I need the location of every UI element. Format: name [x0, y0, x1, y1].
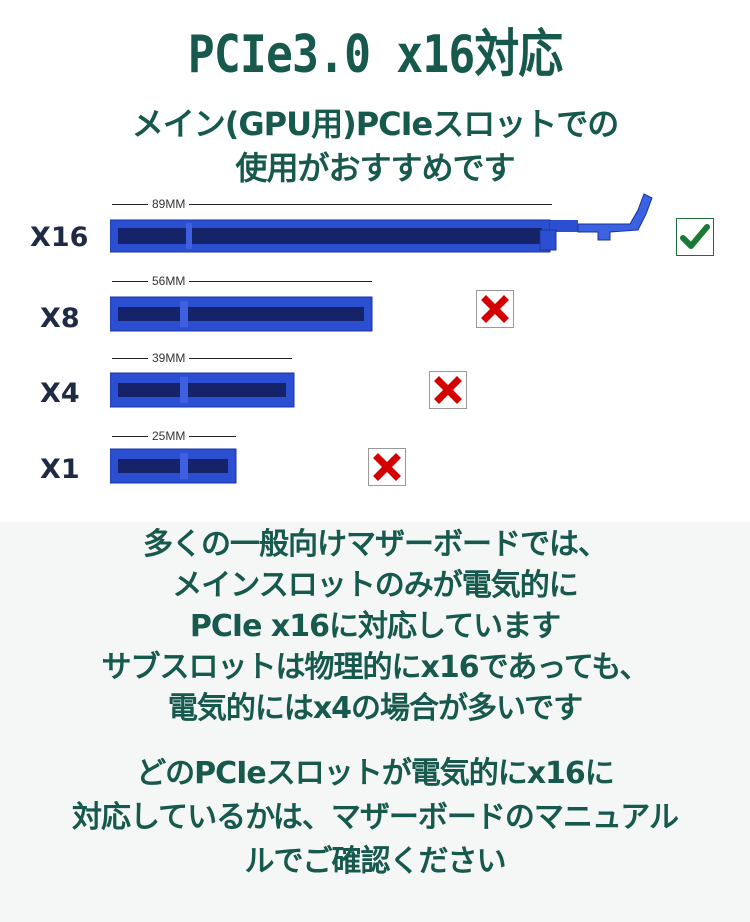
page-title: PCIe3.0 x16対応 — [187, 25, 563, 85]
dimension-label-x1: 25MM — [148, 429, 190, 443]
info-line: PCIe x16に対応しています — [189, 609, 561, 644]
dimension-label-x8: 56MM — [148, 274, 190, 288]
dimension-x1: 25MM — [112, 429, 236, 443]
subtitle-line-2: 使用がおすすめです — [235, 149, 515, 187]
slot-label-x4: X4 — [40, 378, 80, 409]
info-line: メインスロットのみが電気的に — [172, 568, 578, 603]
info-line: 多くの一般向けマザーボードでは、 — [143, 527, 608, 562]
pcie-x4-slot — [110, 372, 295, 408]
info-line: ルでご確認ください — [244, 844, 507, 879]
info-section — [0, 522, 750, 922]
slot-label-x1: X1 — [40, 454, 80, 485]
dimension-x16: 89MM — [112, 197, 552, 211]
subtitle-line-1: メイン(GPU用)PCIeスロットでの — [131, 105, 620, 143]
cross-icon — [476, 290, 514, 328]
info-paragraph-1: 多くの一般向けマザーボードでは、 メインスロットのみが電気的に PCIe x16… — [0, 524, 750, 729]
subtitle: メイン(GPU用)PCIeスロットでの 使用がおすすめです — [0, 102, 750, 190]
dimension-label-x16: 89MM — [148, 197, 190, 211]
info-line: サブスロットは物理的にx16であっても、 — [101, 650, 650, 685]
info-line: どのPCIeスロットが電気的にx16に — [136, 756, 615, 791]
info-line: 対応しているかは、マザーボードのマニュアル — [72, 800, 679, 835]
slot-label-x8: X8 — [40, 303, 80, 334]
check-icon — [676, 218, 714, 256]
slot-label-x16: X16 — [30, 222, 89, 253]
info-line: 電気的にはx4の場合が多いです — [167, 691, 583, 726]
pcie-x8-slot — [110, 296, 373, 332]
dimension-label-x4: 39MM — [148, 351, 190, 365]
cross-icon — [429, 371, 467, 409]
dimension-x4: 39MM — [112, 351, 292, 365]
pcie-x1-slot — [110, 448, 237, 484]
info-paragraph-2: どのPCIeスロットが電気的にx16に 対応しているかは、マザーボードのマニュア… — [0, 752, 750, 884]
dimension-x8: 56MM — [112, 274, 372, 288]
cross-icon — [368, 448, 406, 486]
pcie-x16-slot — [110, 193, 653, 253]
